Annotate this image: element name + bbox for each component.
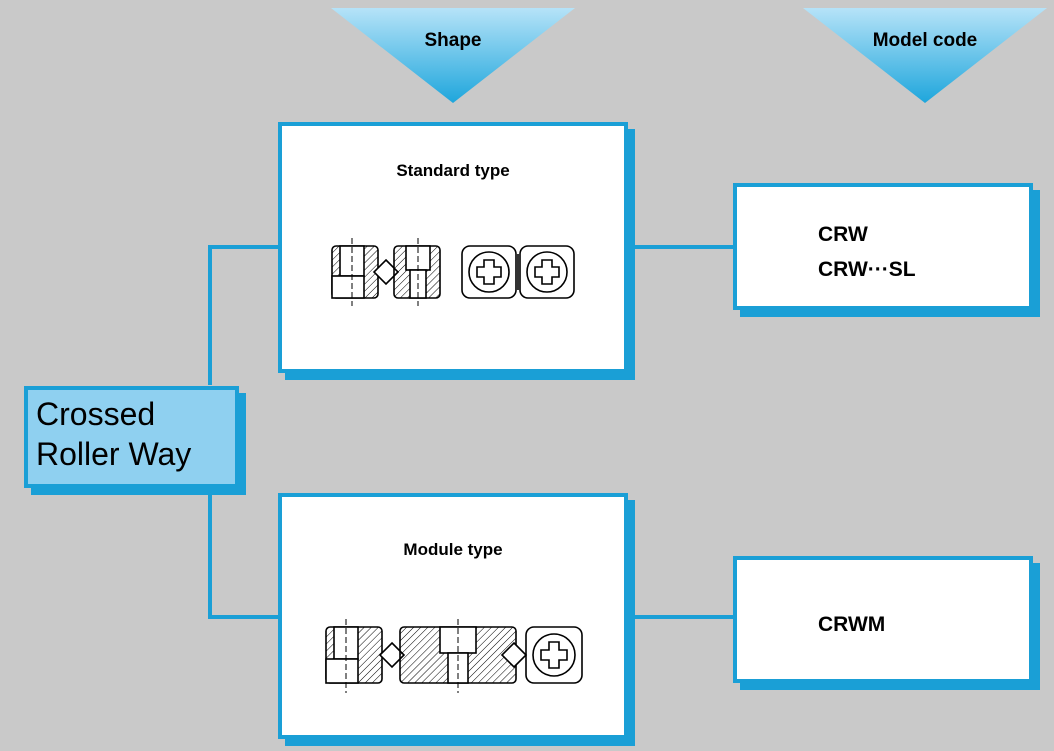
shape-header-arrow (331, 8, 575, 103)
root-label-line1: Crossed (36, 396, 156, 432)
model-code-box-module: CRWM (733, 556, 1033, 683)
shape-label-module: Module type (403, 540, 503, 559)
shape-label-standard: Standard type (396, 161, 510, 180)
standard-type-cross-section (331, 238, 575, 306)
shape-box-standard: Standard type (278, 122, 628, 373)
model-code-header-arrow (803, 8, 1047, 103)
model-code-header: Model code (872, 30, 978, 51)
model-code-module-line1: CRWM (818, 613, 886, 636)
shape-header: Shape (424, 30, 482, 51)
model-code-standard-line1: CRW (818, 223, 868, 246)
model-code-standard-line2: CRW···SL (818, 258, 916, 281)
root-node: Crossed Roller Way (24, 386, 239, 488)
shape-box-module: Module type (278, 493, 628, 739)
model-code-box-standard: CRW CRW···SL (733, 183, 1033, 310)
root-label-line2: Roller Way (36, 436, 192, 472)
module-type-cross-section (325, 619, 583, 693)
